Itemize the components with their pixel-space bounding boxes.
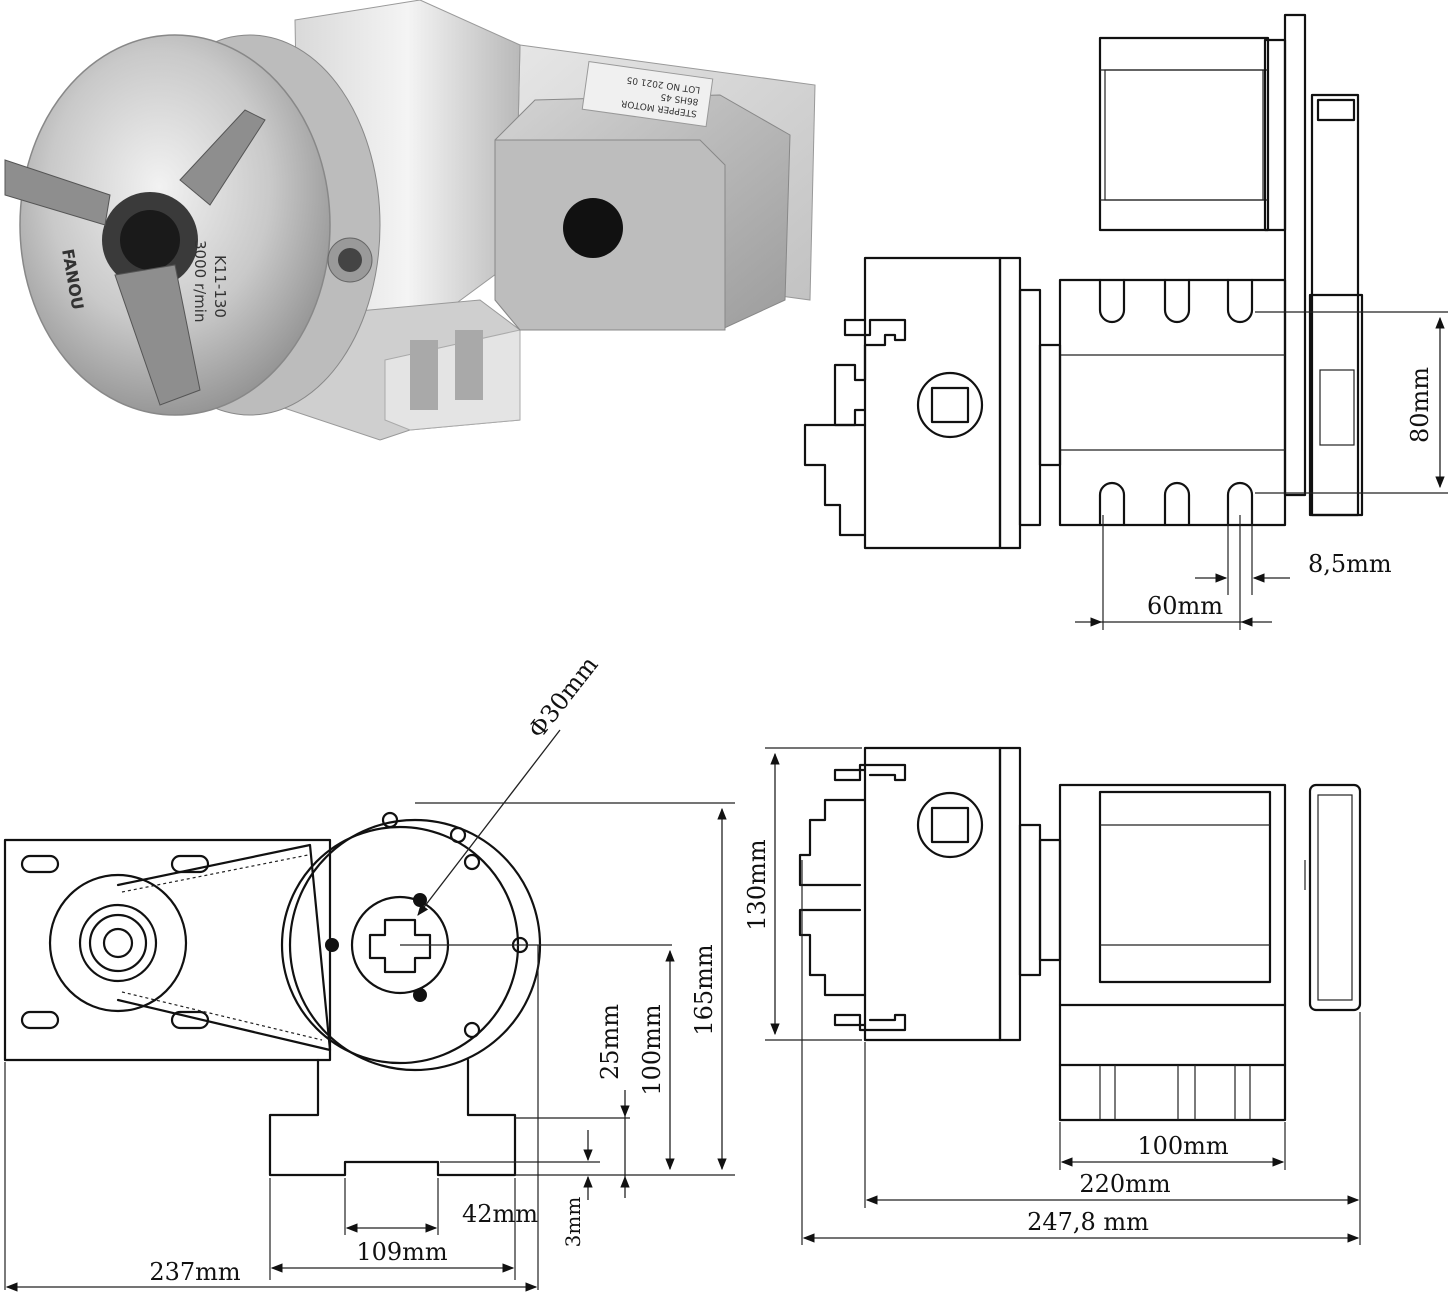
- product-photo: STEPPER MOTOR 86HS 45 LOT NO 2021 05 K11…: [4, 0, 816, 441]
- dim-3mm: 3mm: [561, 1197, 585, 1248]
- dim-130mm: 130mm: [743, 839, 771, 931]
- dim-bore-30mm: Φ30mm: [523, 651, 604, 744]
- chuck-engraving-model: K11-130: [211, 255, 229, 318]
- dim-220mm: 220mm: [1079, 1170, 1171, 1198]
- small-pulley: [48, 873, 188, 1013]
- motor-shaft-cap: [563, 198, 623, 258]
- front-view-drawing: Φ30mm 165mm 100mm 25mm 3mm 42mm 109m: [3, 651, 735, 1292]
- chuck-jaw-top: [179, 109, 266, 206]
- dim-100mm: 100mm: [638, 1004, 666, 1096]
- dim-109mm: 109mm: [356, 1238, 448, 1266]
- side-chuck-outline: [863, 746, 1002, 1042]
- dim-25mm: 25mm: [596, 1004, 624, 1080]
- side-body-outline: [1058, 783, 1287, 1122]
- front-belt: [116, 843, 332, 1052]
- belt-outline: [1310, 93, 1360, 517]
- dim-8-5mm: 8,5mm: [1308, 550, 1392, 578]
- mount-plate-outline: [1283, 13, 1307, 497]
- chuck-jaw-left: [4, 159, 111, 226]
- front-pedestal: [268, 1058, 517, 1177]
- motor-label: [581, 61, 714, 128]
- chuck-jaw-bottom: [114, 264, 201, 406]
- dim-247-8mm: 247,8 mm: [1027, 1208, 1149, 1236]
- side-view-drawing: 130mm 100mm 220mm 247,8 mm: [743, 746, 1362, 1245]
- dim-60mm: 60mm: [1147, 592, 1223, 620]
- dim-42mm: 42mm: [462, 1200, 538, 1228]
- top-view-drawing: 80mm 8,5mm 60mm: [803, 13, 1448, 630]
- dim-237mm: 237mm: [149, 1258, 241, 1286]
- motor-outline: [1098, 36, 1270, 232]
- dim-side-100mm: 100mm: [1137, 1132, 1229, 1160]
- chuck-engraving-speed: 3000 r/min: [191, 240, 209, 322]
- dim-165mm: 165mm: [690, 944, 718, 1036]
- dim-80mm: 80mm: [1406, 367, 1434, 443]
- side-pulley-outline: [1308, 783, 1362, 1012]
